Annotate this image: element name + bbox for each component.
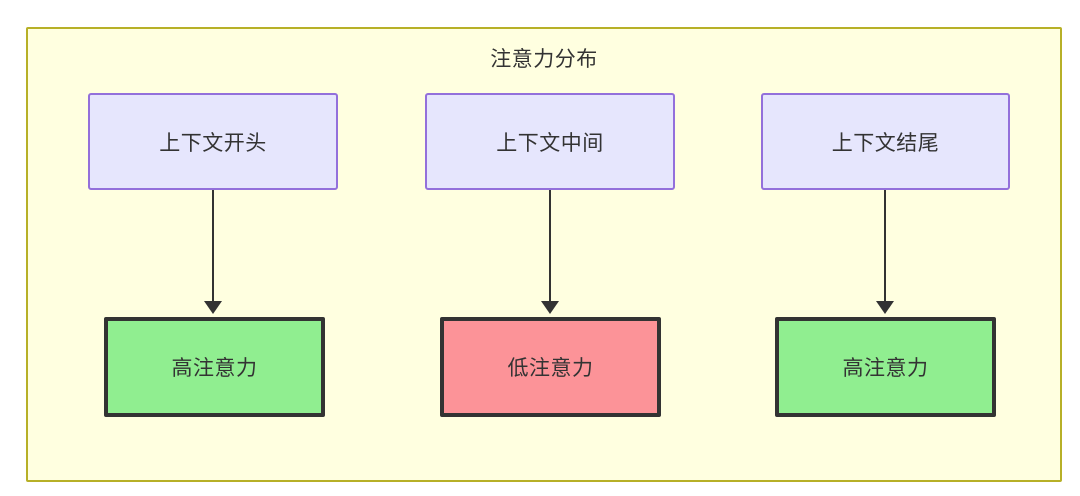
cluster-title: 注意力分布 [490,48,598,71]
arrowhead-icon [876,301,894,314]
node-label: 上下文中间 [496,131,604,155]
arrowhead-icon [541,301,559,314]
node-context-start[interactable]: 上下文开头 [88,93,338,190]
node-label: 上下文结尾 [831,131,940,155]
edge-context-start-to-result [212,190,214,302]
node-label: 高注意力 [842,357,929,380]
node-result-high-start[interactable]: 高注意力 [104,317,325,417]
node-label: 高注意力 [171,357,258,380]
node-context-end[interactable]: 上下文结尾 [761,93,1010,190]
node-result-high-end[interactable]: 高注意力 [775,317,996,417]
node-context-middle[interactable]: 上下文中间 [425,93,675,190]
node-result-low-middle[interactable]: 低注意力 [440,317,661,417]
arrowhead-icon [204,301,222,314]
edge-context-end-to-result [884,190,886,302]
node-label: 上下文开头 [159,131,267,155]
edge-context-middle-to-result [549,190,551,302]
node-label: 低注意力 [507,357,594,380]
